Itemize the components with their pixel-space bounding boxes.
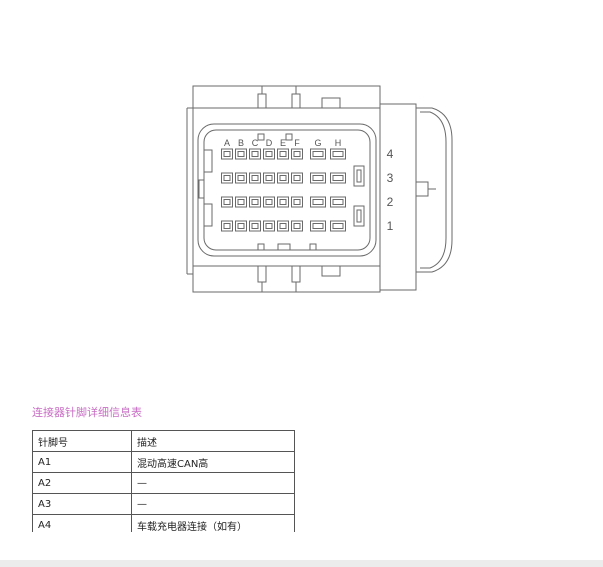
column-label: A <box>224 138 230 148</box>
pin-detail-table: 针脚号 描述 A1 混动高速CAN高 A2 — A3 — A4 车载充电器连接（… <box>32 430 295 536</box>
pin-contact-C3 <box>251 175 259 181</box>
column-label: B <box>238 138 244 148</box>
pin-cavity-E3 <box>277 172 289 184</box>
pin-cavity-E2 <box>277 196 289 208</box>
pin-contact-F2 <box>293 199 301 205</box>
pin-contact-H2 <box>332 199 344 205</box>
pin-contact-E3 <box>279 175 287 181</box>
header-pin-number: 针脚号 <box>32 430 132 452</box>
pin-contact-B2 <box>237 199 245 205</box>
pin-cavity-H1 <box>330 220 346 232</box>
pin-contact-C4 <box>251 151 259 157</box>
pin-description: 混动高速CAN高 <box>131 451 295 473</box>
pin-cavity-G1 <box>310 220 326 232</box>
header-description: 描述 <box>131 430 295 452</box>
pin-cavity-F4 <box>291 148 303 160</box>
pin-cavity-C4 <box>249 148 261 160</box>
column-label: D <box>266 138 273 148</box>
pin-cavity-H2 <box>330 196 346 208</box>
pin-cavity-G3 <box>310 172 326 184</box>
pin-number: A2 <box>32 472 132 494</box>
pin-cavity-G2 <box>310 196 326 208</box>
table-row: A3 — <box>32 493 295 515</box>
pin-description: — <box>131 493 295 515</box>
pin-contact-E4 <box>279 151 287 157</box>
column-label: C <box>252 138 259 148</box>
pin-cavity-G4 <box>310 148 326 160</box>
row-label: 1 <box>387 219 394 233</box>
pin-cavity-F3 <box>291 172 303 184</box>
pin-cavity-H4 <box>330 148 346 160</box>
table-row: A4 车载充电器连接（如有） <box>32 514 295 536</box>
pin-contact-H4 <box>332 151 344 157</box>
pin-contact-A4 <box>223 151 231 157</box>
pin-cavity-C3 <box>249 172 261 184</box>
pin-cavity-A2 <box>221 196 233 208</box>
pin-cavity-C1 <box>249 220 261 232</box>
pin-contact-B3 <box>237 175 245 181</box>
row-label: 4 <box>387 147 394 161</box>
pin-cavity-B2 <box>235 196 247 208</box>
pin-contact-E1 <box>279 223 287 229</box>
pin-cavity-A1 <box>221 220 233 232</box>
pin-cavity-F1 <box>291 220 303 232</box>
table-header-row: 针脚号 描述 <box>32 430 295 452</box>
pin-cavity-D4 <box>263 148 275 160</box>
pin-cavity-D1 <box>263 220 275 232</box>
pin-contact-A3 <box>223 175 231 181</box>
pin-contact-D1 <box>265 223 273 229</box>
pin-contact-H3 <box>332 175 344 181</box>
pin-contact-G1 <box>312 223 324 229</box>
column-label: E <box>280 138 286 148</box>
pin-contact-A1 <box>223 223 231 229</box>
pin-contact-G4 <box>312 151 324 157</box>
pin-contact-D3 <box>265 175 273 181</box>
column-label: G <box>314 138 321 148</box>
pin-contact-D2 <box>265 199 273 205</box>
pin-cavity-B1 <box>235 220 247 232</box>
pin-contact-D4 <box>265 151 273 157</box>
pin-cavity-C2 <box>249 196 261 208</box>
column-label: H <box>335 138 342 148</box>
table-row: A1 混动高速CAN高 <box>32 451 295 473</box>
pin-contact-H1 <box>332 223 344 229</box>
connector-face <box>197 123 377 257</box>
pin-contact-A2 <box>223 199 231 205</box>
pin-number: A1 <box>32 451 132 473</box>
pin-cavity-E1 <box>277 220 289 232</box>
bottom-bar <box>0 560 603 567</box>
pin-contact-G3 <box>312 175 324 181</box>
pin-cavity-D2 <box>263 196 275 208</box>
column-label: F <box>294 138 300 148</box>
pin-contact-C2 <box>251 199 259 205</box>
pin-cavity-F2 <box>291 196 303 208</box>
pin-description: — <box>131 472 295 494</box>
pin-cavity-B4 <box>235 148 247 160</box>
pin-contact-B4 <box>237 151 245 157</box>
pin-cavity-E4 <box>277 148 289 160</box>
pin-cavity-A3 <box>221 172 233 184</box>
row-label: 3 <box>387 171 394 185</box>
pin-contact-G2 <box>312 199 324 205</box>
pin-contact-F3 <box>293 175 301 181</box>
pin-contact-B1 <box>237 223 245 229</box>
pin-contact-E2 <box>279 199 287 205</box>
pin-number: A3 <box>32 493 132 515</box>
table-row: A2 — <box>32 472 295 494</box>
pin-contact-C1 <box>251 223 259 229</box>
pin-cavity-D3 <box>263 172 275 184</box>
pin-cavity-A4 <box>221 148 233 160</box>
connector-housing <box>192 85 381 293</box>
row-label: 2 <box>387 195 394 209</box>
pin-cavity-H3 <box>330 172 346 184</box>
pin-contact-F4 <box>293 151 301 157</box>
pin-contact-F1 <box>293 223 301 229</box>
pin-cavity-B3 <box>235 172 247 184</box>
pin-table-title: 连接器针脚详细信息表 <box>32 406 142 419</box>
